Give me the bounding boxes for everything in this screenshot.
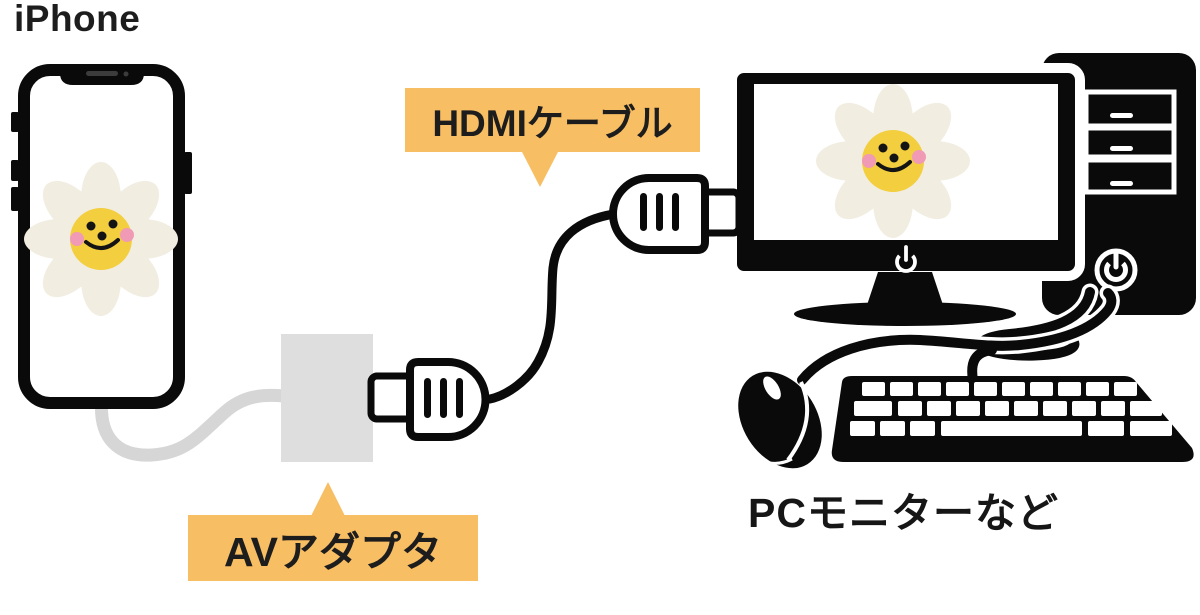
- monitor-illustration: [727, 63, 1085, 326]
- monitor-power-icon: [895, 245, 917, 273]
- hdmi-cable-label-text: HDMIケーブル: [432, 103, 673, 144]
- hdmi-cable-label: HDMIケーブル: [405, 88, 700, 152]
- pc-monitor-label: PCモニターなど: [748, 490, 1059, 536]
- av-adapter-label-text: AVアダプタ: [224, 529, 442, 575]
- peripheral-cables: [793, 283, 1120, 389]
- lightning-cable-line: [95, 388, 291, 462]
- hdmi-cable-line: [485, 209, 619, 404]
- hdmi-plug-right-icon: [609, 174, 743, 254]
- iphone-speaker: [86, 71, 118, 76]
- iphone-label: iPhone: [14, 0, 141, 39]
- av-adapter-label: AVアダプタ: [188, 515, 478, 581]
- smiling-daisy-icon: [22, 160, 180, 318]
- iphone-side-buttons: [11, 112, 192, 211]
- monitor-base: [794, 302, 1016, 326]
- iphone-illustration: [11, 64, 192, 409]
- mouse-icon: [738, 371, 822, 469]
- hdmi-plug-left-icon: [367, 358, 490, 441]
- hdmi-label-pointer: [521, 150, 559, 187]
- iphone-camera-dot: [123, 71, 129, 77]
- smiling-daisy-icon: [814, 82, 972, 240]
- av-adapter-illustration: [281, 334, 373, 462]
- keyboard-keys: [850, 382, 1172, 436]
- monitor-stand: [866, 272, 944, 308]
- tower-power-icon: [1094, 248, 1138, 292]
- av-label-pointer: [311, 482, 345, 516]
- tower-drive-bays: [1083, 89, 1177, 195]
- keyboard-icon: [831, 376, 1194, 462]
